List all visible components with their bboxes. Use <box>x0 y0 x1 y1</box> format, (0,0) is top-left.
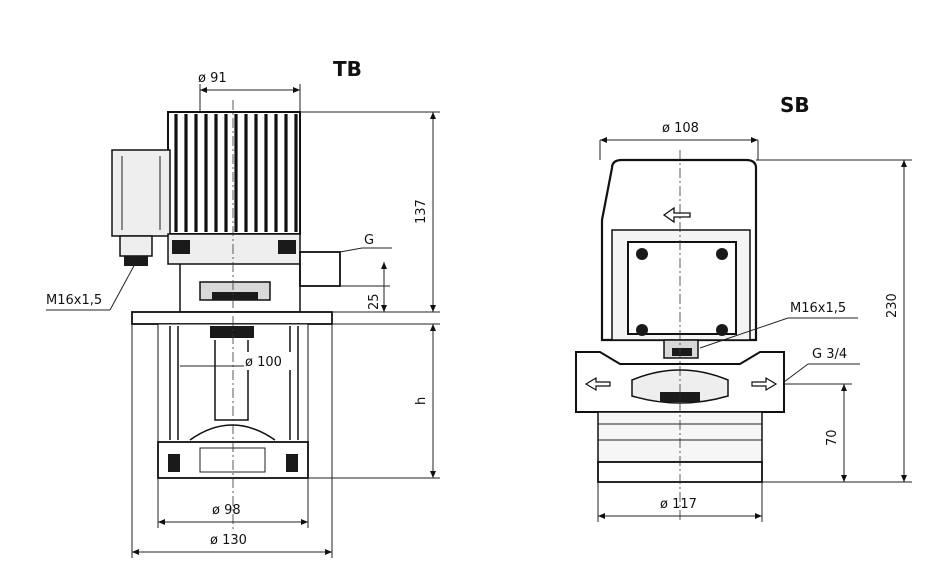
sb-cable-gland-label: M16x1,5 <box>790 301 846 316</box>
tb-base-dia-label: ø 98 <box>212 503 241 518</box>
tb-port-label: G <box>364 233 374 248</box>
tb-motor <box>111 111 301 266</box>
tb-title: TB <box>333 57 362 81</box>
tb-flange-dia-label: ø 130 <box>210 533 247 548</box>
tb-side-port <box>299 251 341 287</box>
sb-base-dia-label: ø 117 <box>660 497 697 512</box>
tb-shaft-dia-label: ø 100 <box>245 355 282 370</box>
sb-port-height-label: 70 <box>825 429 840 446</box>
tb-height-motor-label: 137 <box>414 199 429 224</box>
sb-view: SB ø 108 <box>575 93 912 522</box>
sb-height-label: 230 <box>885 293 900 318</box>
sb-port-label: G 3/4 <box>812 347 847 362</box>
tb-h-label: h <box>414 397 429 405</box>
sb-motor <box>600 158 758 342</box>
sb-dia-top-label: ø 108 <box>662 121 699 136</box>
tb-offset-label: 25 <box>367 293 382 310</box>
tb-dia-top-label: ø 91 <box>198 71 227 86</box>
tb-flange <box>131 311 333 325</box>
tb-cable-gland-label: M16x1,5 <box>46 293 102 308</box>
tb-cooling-fins <box>174 114 298 232</box>
sb-title: SB <box>780 93 810 117</box>
tb-view: TB ø 91 <box>46 57 440 558</box>
